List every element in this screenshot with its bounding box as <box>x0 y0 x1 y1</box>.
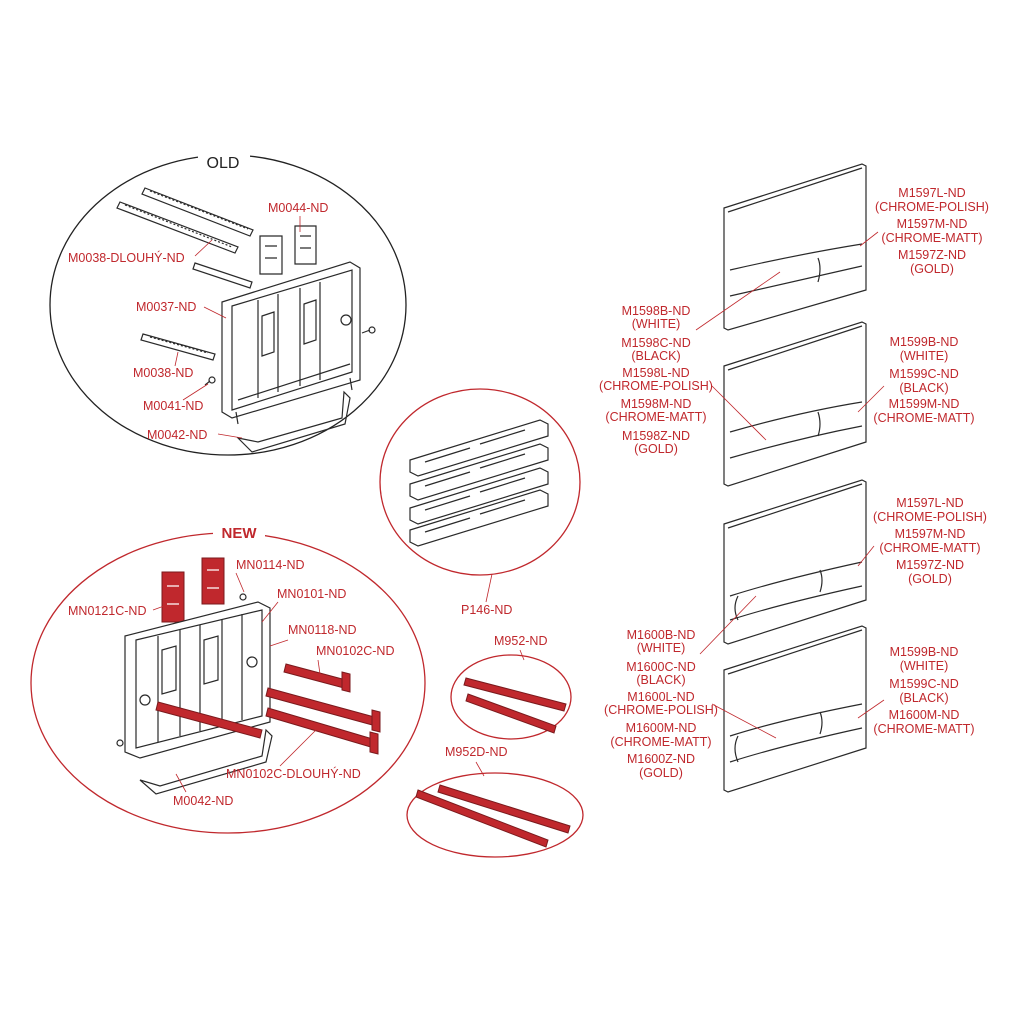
svg-text:(CHROME-POLISH): (CHROME-POLISH) <box>875 200 989 214</box>
plate-4 <box>723 625 867 793</box>
old-group-title: OLD <box>207 155 240 172</box>
svg-text:(BLACK): (BLACK) <box>631 349 680 363</box>
svg-text:M1599B-ND: M1599B-ND <box>890 645 959 659</box>
plate2-labels: M1599B-ND (WHITE) M1599C-ND (BLACK) M159… <box>857 335 975 425</box>
old-leaders <box>174 216 301 439</box>
p146-group: P146-ND <box>379 388 581 617</box>
svg-text:(BLACK): (BLACK) <box>636 673 685 687</box>
svg-text:M1599C-ND: M1599C-ND <box>889 367 958 381</box>
svg-text:M1597L-ND: M1597L-ND <box>896 496 963 510</box>
p146-ellipse <box>379 388 581 576</box>
svg-text:M1597M-ND: M1597M-ND <box>895 527 966 541</box>
svg-text:M1599M-ND: M1599M-ND <box>889 397 960 411</box>
new-labels: MN0114-ND MN0101-ND MN0121C-ND MN0118-ND… <box>68 558 395 808</box>
plate4-labels: M1599B-ND (WHITE) M1599C-ND (BLACK) M160… <box>857 645 975 736</box>
label-m0042-new: M0042-ND <box>173 794 233 808</box>
plate-2 <box>723 321 867 487</box>
plate-3 <box>723 479 867 645</box>
label-mn0101: MN0101-ND <box>277 587 346 601</box>
old-screws <box>204 326 376 386</box>
label-mn0114: MN0114-ND <box>236 558 305 572</box>
old-rods-long <box>116 187 254 361</box>
old-labels: M0044-ND M0038-DLOUHÝ-ND M0037-ND M0038-… <box>68 201 328 442</box>
svg-text:M1600M-ND: M1600M-ND <box>626 721 697 735</box>
new-hanger <box>139 728 273 795</box>
label-m0038: M0038-ND <box>133 366 193 380</box>
svg-text:M1597M-ND: M1597M-ND <box>897 217 968 231</box>
svg-text:(WHITE): (WHITE) <box>637 641 686 655</box>
svg-text:M1598C-ND: M1598C-ND <box>621 336 690 350</box>
label-m0042-old: M0042-ND <box>147 428 207 442</box>
plate34-labels: M1600B-ND (WHITE) M1600C-ND (BLACK) M160… <box>604 595 777 780</box>
svg-text:(GOLD): (GOLD) <box>639 766 683 780</box>
new-frame <box>116 593 271 759</box>
svg-text:(CHROME-MATT): (CHROME-MATT) <box>873 411 974 425</box>
flush-plates <box>723 163 867 793</box>
svg-text:M1600M-ND: M1600M-ND <box>889 708 960 722</box>
svg-text:(CHROME-MATT): (CHROME-MATT) <box>610 735 711 749</box>
label-m0038-dlouhy: M0038-DLOUHÝ-ND <box>68 250 185 265</box>
new-red-brackets <box>161 557 225 623</box>
svg-text:(GOLD): (GOLD) <box>910 262 954 276</box>
label-p146: P146-ND <box>461 603 512 617</box>
label-m0041: M0041-ND <box>143 399 203 413</box>
svg-text:(GOLD): (GOLD) <box>908 572 952 586</box>
label-mn0121c: MN0121C-ND <box>68 604 147 618</box>
svg-text:M1597L-ND: M1597L-ND <box>898 186 965 200</box>
svg-text:(BLACK): (BLACK) <box>899 691 948 705</box>
svg-text:(WHITE): (WHITE) <box>632 317 681 331</box>
svg-text:(GOLD): (GOLD) <box>634 442 678 456</box>
svg-text:M1600B-ND: M1600B-ND <box>627 628 696 642</box>
m952d-ellipse <box>406 772 584 858</box>
label-m0044: M0044-ND <box>268 201 328 215</box>
label-m0037: M0037-ND <box>136 300 196 314</box>
svg-text:M1600Z-ND: M1600Z-ND <box>627 752 695 766</box>
svg-text:(CHROME-POLISH): (CHROME-POLISH) <box>873 510 987 524</box>
m952-ellipse <box>450 654 572 740</box>
new-leaders <box>152 572 321 793</box>
svg-text:(CHROME-POLISH): (CHROME-POLISH) <box>599 379 713 393</box>
label-mn0102c-dlouhy: MN0102C-DLOUHÝ-ND <box>226 766 361 781</box>
plate-1 <box>723 163 867 331</box>
label-m952d: M952D-ND <box>445 745 508 759</box>
svg-text:(WHITE): (WHITE) <box>900 659 949 673</box>
plate1-labels: M1597L-ND (CHROME-POLISH) M1597M-ND (CHR… <box>859 186 989 276</box>
label-mn0102c: MN0102C-ND <box>316 644 395 658</box>
old-frame <box>221 261 361 425</box>
svg-text:M1599C-ND: M1599C-ND <box>889 677 958 691</box>
svg-text:(WHITE): (WHITE) <box>900 349 949 363</box>
svg-text:(BLACK): (BLACK) <box>899 381 948 395</box>
svg-text:(CHROME-MATT): (CHROME-MATT) <box>873 722 974 736</box>
new-red-rods <box>155 663 381 755</box>
svg-text:(CHROME-POLISH): (CHROME-POLISH) <box>604 703 718 717</box>
plate3-labels: M1597L-ND (CHROME-POLISH) M1597M-ND (CHR… <box>857 496 987 586</box>
m952-group: M952-ND <box>450 634 572 740</box>
svg-text:M1598Z-ND: M1598Z-ND <box>622 429 690 443</box>
svg-text:M1598B-ND: M1598B-ND <box>622 304 691 318</box>
svg-text:M1598L-ND: M1598L-ND <box>622 366 689 380</box>
old-hanger <box>236 390 351 453</box>
new-group-title: NEW <box>222 525 258 542</box>
svg-text:M1600C-ND: M1600C-ND <box>626 660 695 674</box>
svg-text:M1598M-ND: M1598M-ND <box>621 397 692 411</box>
label-m952: M952-ND <box>494 634 548 648</box>
svg-text:(CHROME-MATT): (CHROME-MATT) <box>879 541 980 555</box>
svg-text:(CHROME-MATT): (CHROME-MATT) <box>605 410 706 424</box>
m952d-group: M952D-ND <box>406 745 584 858</box>
old-brackets <box>259 225 317 275</box>
svg-text:M1599B-ND: M1599B-ND <box>890 335 959 349</box>
label-mn0118: MN0118-ND <box>288 623 357 637</box>
plate12-labels: M1598B-ND (WHITE) M1598C-ND (BLACK) M159… <box>599 271 781 456</box>
svg-text:(CHROME-MATT): (CHROME-MATT) <box>881 231 982 245</box>
svg-text:M1597Z-ND: M1597Z-ND <box>896 558 964 572</box>
svg-text:M1600L-ND: M1600L-ND <box>627 690 694 704</box>
svg-text:M1597Z-ND: M1597Z-ND <box>898 248 966 262</box>
new-group: NEW <box>30 523 426 834</box>
old-group: OLD <box>49 150 407 456</box>
